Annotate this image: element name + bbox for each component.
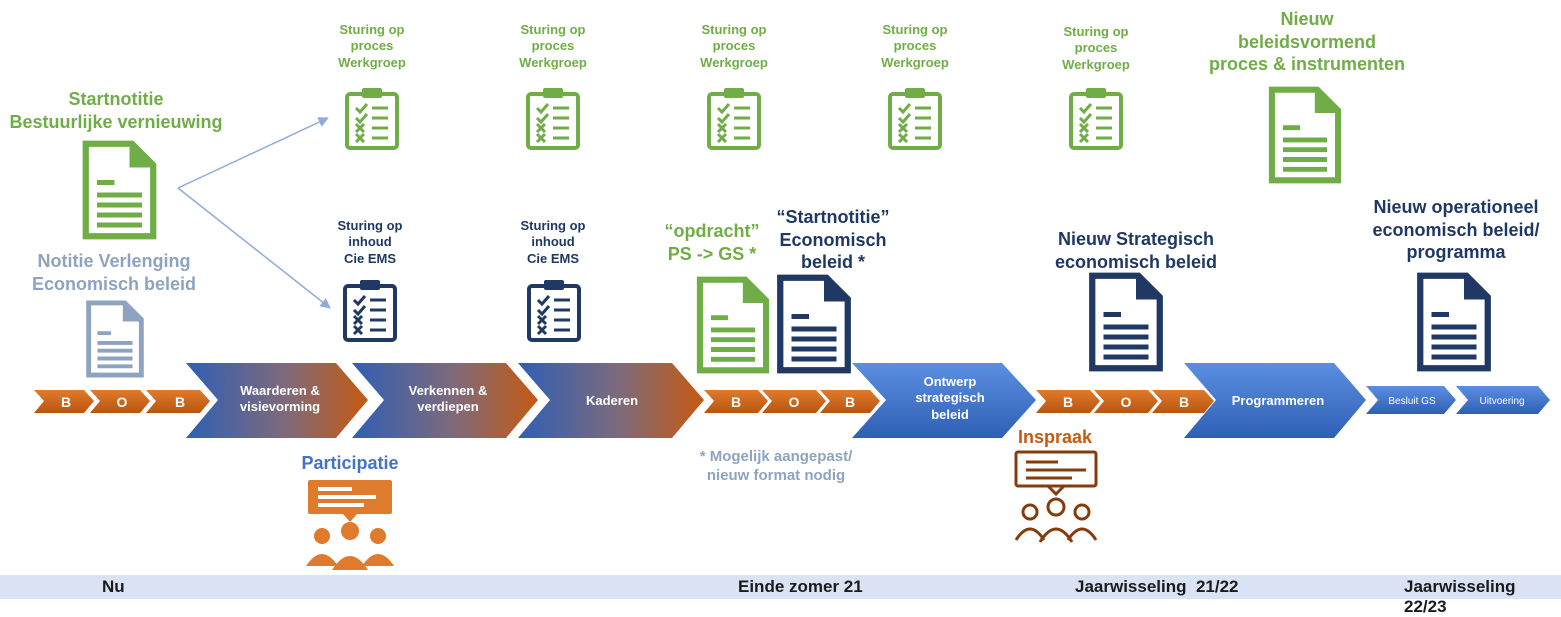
phase-besluit-chevron xyxy=(1366,386,1456,414)
bob-label: B xyxy=(1063,394,1073,410)
steering-inhoud-label: Sturing op inhoud Cie EMS xyxy=(337,218,403,266)
clipboard-checklist-icon xyxy=(527,278,581,342)
clipboard-checklist-icon xyxy=(707,86,761,150)
audience-presentation-icon xyxy=(1014,450,1098,543)
startnotitie-title: Startnotitie Bestuurlijke vernieuwing xyxy=(9,89,223,132)
opdracht-title: “opdracht” PS -> GS * xyxy=(664,221,760,264)
phase-ontwerp-label: Ontwerp strategisch beleid xyxy=(915,374,985,422)
bob-label: O xyxy=(789,394,800,410)
phase-waarderen-chevron xyxy=(186,363,368,438)
timeline-label-einde-zomer: Einde zomer 21 xyxy=(738,577,863,596)
notitie-verlenging-title: Notitie Verlenging Economisch beleid xyxy=(31,251,197,294)
timeline-label-nu: Nu xyxy=(102,577,125,596)
steering-proces-label: Sturing op proces Werkgroep xyxy=(338,22,406,70)
nieuw-beleidsvormend-title: Nieuw beleidsvormend proces & instrument… xyxy=(1208,9,1406,74)
phase-kaderen-label: Kaderen xyxy=(586,393,638,408)
bob-chevrons-1 xyxy=(34,390,210,413)
bob-label: O xyxy=(1121,394,1132,410)
chevron-labels: B O B B O B B O B Besluit GS Uitvoering … xyxy=(61,393,1525,410)
startnotitie-economisch-title: “Startnotitie” Economisch beleid * xyxy=(776,207,890,272)
nieuw-strategisch-title: Nieuw Strategisch economisch beleid xyxy=(1054,229,1218,272)
phase-kaderen-chevron xyxy=(518,363,704,438)
document-icon xyxy=(1272,90,1338,181)
bob-label: B xyxy=(175,394,185,410)
document-icon xyxy=(86,144,154,237)
branch-arrows xyxy=(177,117,331,309)
steering-proces-label: Sturing op proces Werkgroep xyxy=(881,22,949,70)
steering-proces-label: Sturing op proces Werkgroep xyxy=(519,22,587,70)
bob-label: B xyxy=(1179,394,1189,410)
document-icon xyxy=(780,278,848,371)
process-diagram: B O B B O B B O B Besluit GS Uitvoering … xyxy=(34,86,1550,570)
clipboard-checklist-icon xyxy=(345,86,399,150)
phase-programmeren-chevron xyxy=(1184,363,1366,438)
arrow-to-inhoud xyxy=(177,187,331,309)
arrow-to-proces xyxy=(177,117,329,189)
inspraak-label: Inspraak xyxy=(1017,427,1093,447)
clipboard-checklist-icon xyxy=(1069,86,1123,150)
bob-label: O xyxy=(117,394,128,410)
document-icon xyxy=(89,303,142,375)
phase-verkennen-chevron xyxy=(352,363,538,438)
phase-uitvoering-chevron xyxy=(1456,386,1550,414)
nieuw-operationeel-title: Nieuw operationeel economisch beleid/ pr… xyxy=(1372,197,1540,262)
phase-verkennen-label: Verkennen & verdiepen xyxy=(408,383,488,415)
timeline-bar xyxy=(0,575,1561,599)
phase-waarderen-label: Waarderen & visievorming xyxy=(239,383,321,415)
steering-proces-label: Sturing op proces Werkgroep xyxy=(700,22,768,70)
participatie-label: Participatie xyxy=(301,453,399,473)
bob-chevrons-3 xyxy=(1036,390,1214,413)
phase-programmeren-label: Programmeren xyxy=(1232,393,1325,408)
timeline-label-jaarwisseling-1: Jaarwisseling 21/22 xyxy=(1075,577,1239,596)
bob-label: B xyxy=(845,394,855,410)
steering-inhoud-label: Sturing op inhoud Cie EMS xyxy=(520,218,586,266)
document-icon xyxy=(1092,276,1160,369)
document-icon xyxy=(1420,276,1488,369)
footnote-text: * Mogelijk aangepast/ nieuw format nodig xyxy=(699,448,853,484)
phase-ontwerp-chevron xyxy=(852,363,1036,438)
clipboard-checklist-icon xyxy=(888,86,942,150)
document-icon xyxy=(700,280,766,371)
steering-proces-label: Sturing op proces Werkgroep xyxy=(1062,24,1130,72)
clipboard-checklist-icon xyxy=(343,278,397,342)
clipboard-checklist-icon xyxy=(526,86,580,150)
phase-besluit-label: Besluit GS xyxy=(1388,396,1436,407)
bob-label: B xyxy=(731,394,741,410)
timeline-label-jaarwisseling-2: Jaarwisseling 22/23 xyxy=(1404,577,1516,616)
bob-chevrons-2 xyxy=(704,390,880,413)
bob-label: B xyxy=(61,394,71,410)
phase-uitvoering-label: Uitvoering xyxy=(1479,396,1524,407)
audience-presentation-icon xyxy=(306,480,394,570)
